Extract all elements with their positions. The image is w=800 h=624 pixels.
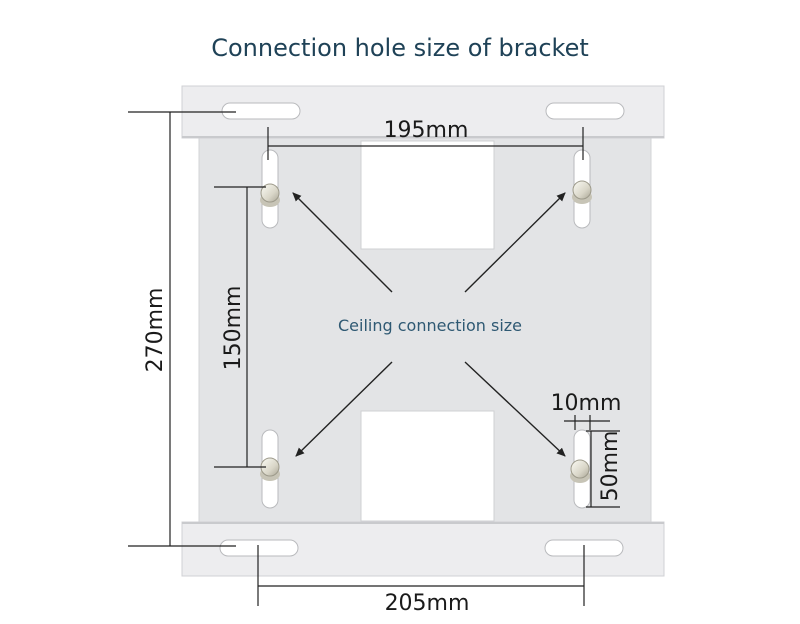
dimension-270 [128, 111, 236, 547]
lower-cutout [360, 410, 495, 522]
ceiling-connection-label: Ceiling connection size [338, 316, 522, 335]
label-270mm: 270mm [143, 288, 168, 373]
label-50mm: 50mm [598, 431, 623, 502]
top-right-slot [545, 102, 625, 120]
bottom-left-slot [219, 539, 299, 557]
dimension-10 [564, 415, 610, 430]
page-title: Connection hole size of bracket [211, 34, 589, 62]
lower-right-bolt-icon [570, 459, 590, 483]
ceiling-arrows [292, 192, 566, 457]
label-205mm: 205mm [385, 591, 470, 616]
top-left-slot [221, 102, 301, 120]
upper-right-bolt-icon [572, 180, 592, 204]
label-10mm: 10mm [551, 391, 622, 416]
dimension-195 [267, 127, 584, 160]
label-150mm: 150mm [221, 286, 246, 371]
dimension-205 [257, 545, 585, 606]
dimension-50 [586, 430, 620, 508]
dimension-150 [214, 186, 266, 468]
label-195mm: 195mm [384, 118, 469, 143]
lower-left-bolt-icon [260, 457, 280, 481]
upper-left-bolt-icon [260, 183, 280, 207]
upper-cutout [360, 140, 495, 250]
